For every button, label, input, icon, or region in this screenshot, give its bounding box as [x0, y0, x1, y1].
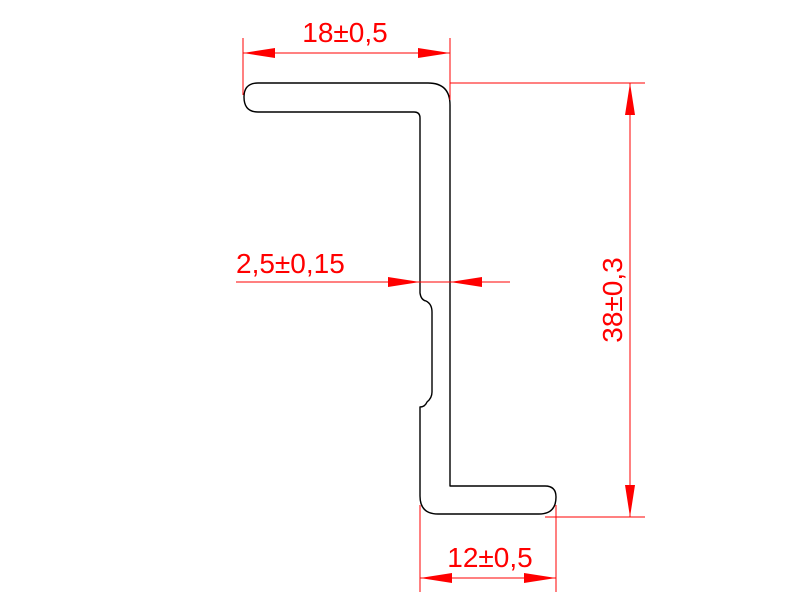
dimension-thickness: 2,5±0,15 [236, 248, 510, 287]
arrow-top-left [243, 48, 275, 58]
arrow-top-right [418, 48, 450, 58]
dimension-bottom-width: 12±0,5 [419, 505, 557, 592]
label-top-width: 18±0,5 [302, 17, 387, 48]
arrow-thickness-right [450, 277, 482, 287]
z-profile-outline [243, 82, 557, 515]
dimension-top-width: 18±0,5 [242, 17, 451, 100]
label-height: 38±0,3 [597, 257, 628, 342]
dimension-height: 38±0,3 [450, 82, 645, 518]
arrow-bottom-left [420, 573, 452, 583]
arrow-thickness-left [388, 277, 420, 287]
arrow-height-bottom [625, 485, 635, 517]
label-thickness: 2,5±0,15 [236, 248, 345, 279]
arrow-bottom-right [524, 573, 556, 583]
arrow-height-top [625, 83, 635, 115]
label-bottom-width: 12±0,5 [447, 542, 532, 573]
